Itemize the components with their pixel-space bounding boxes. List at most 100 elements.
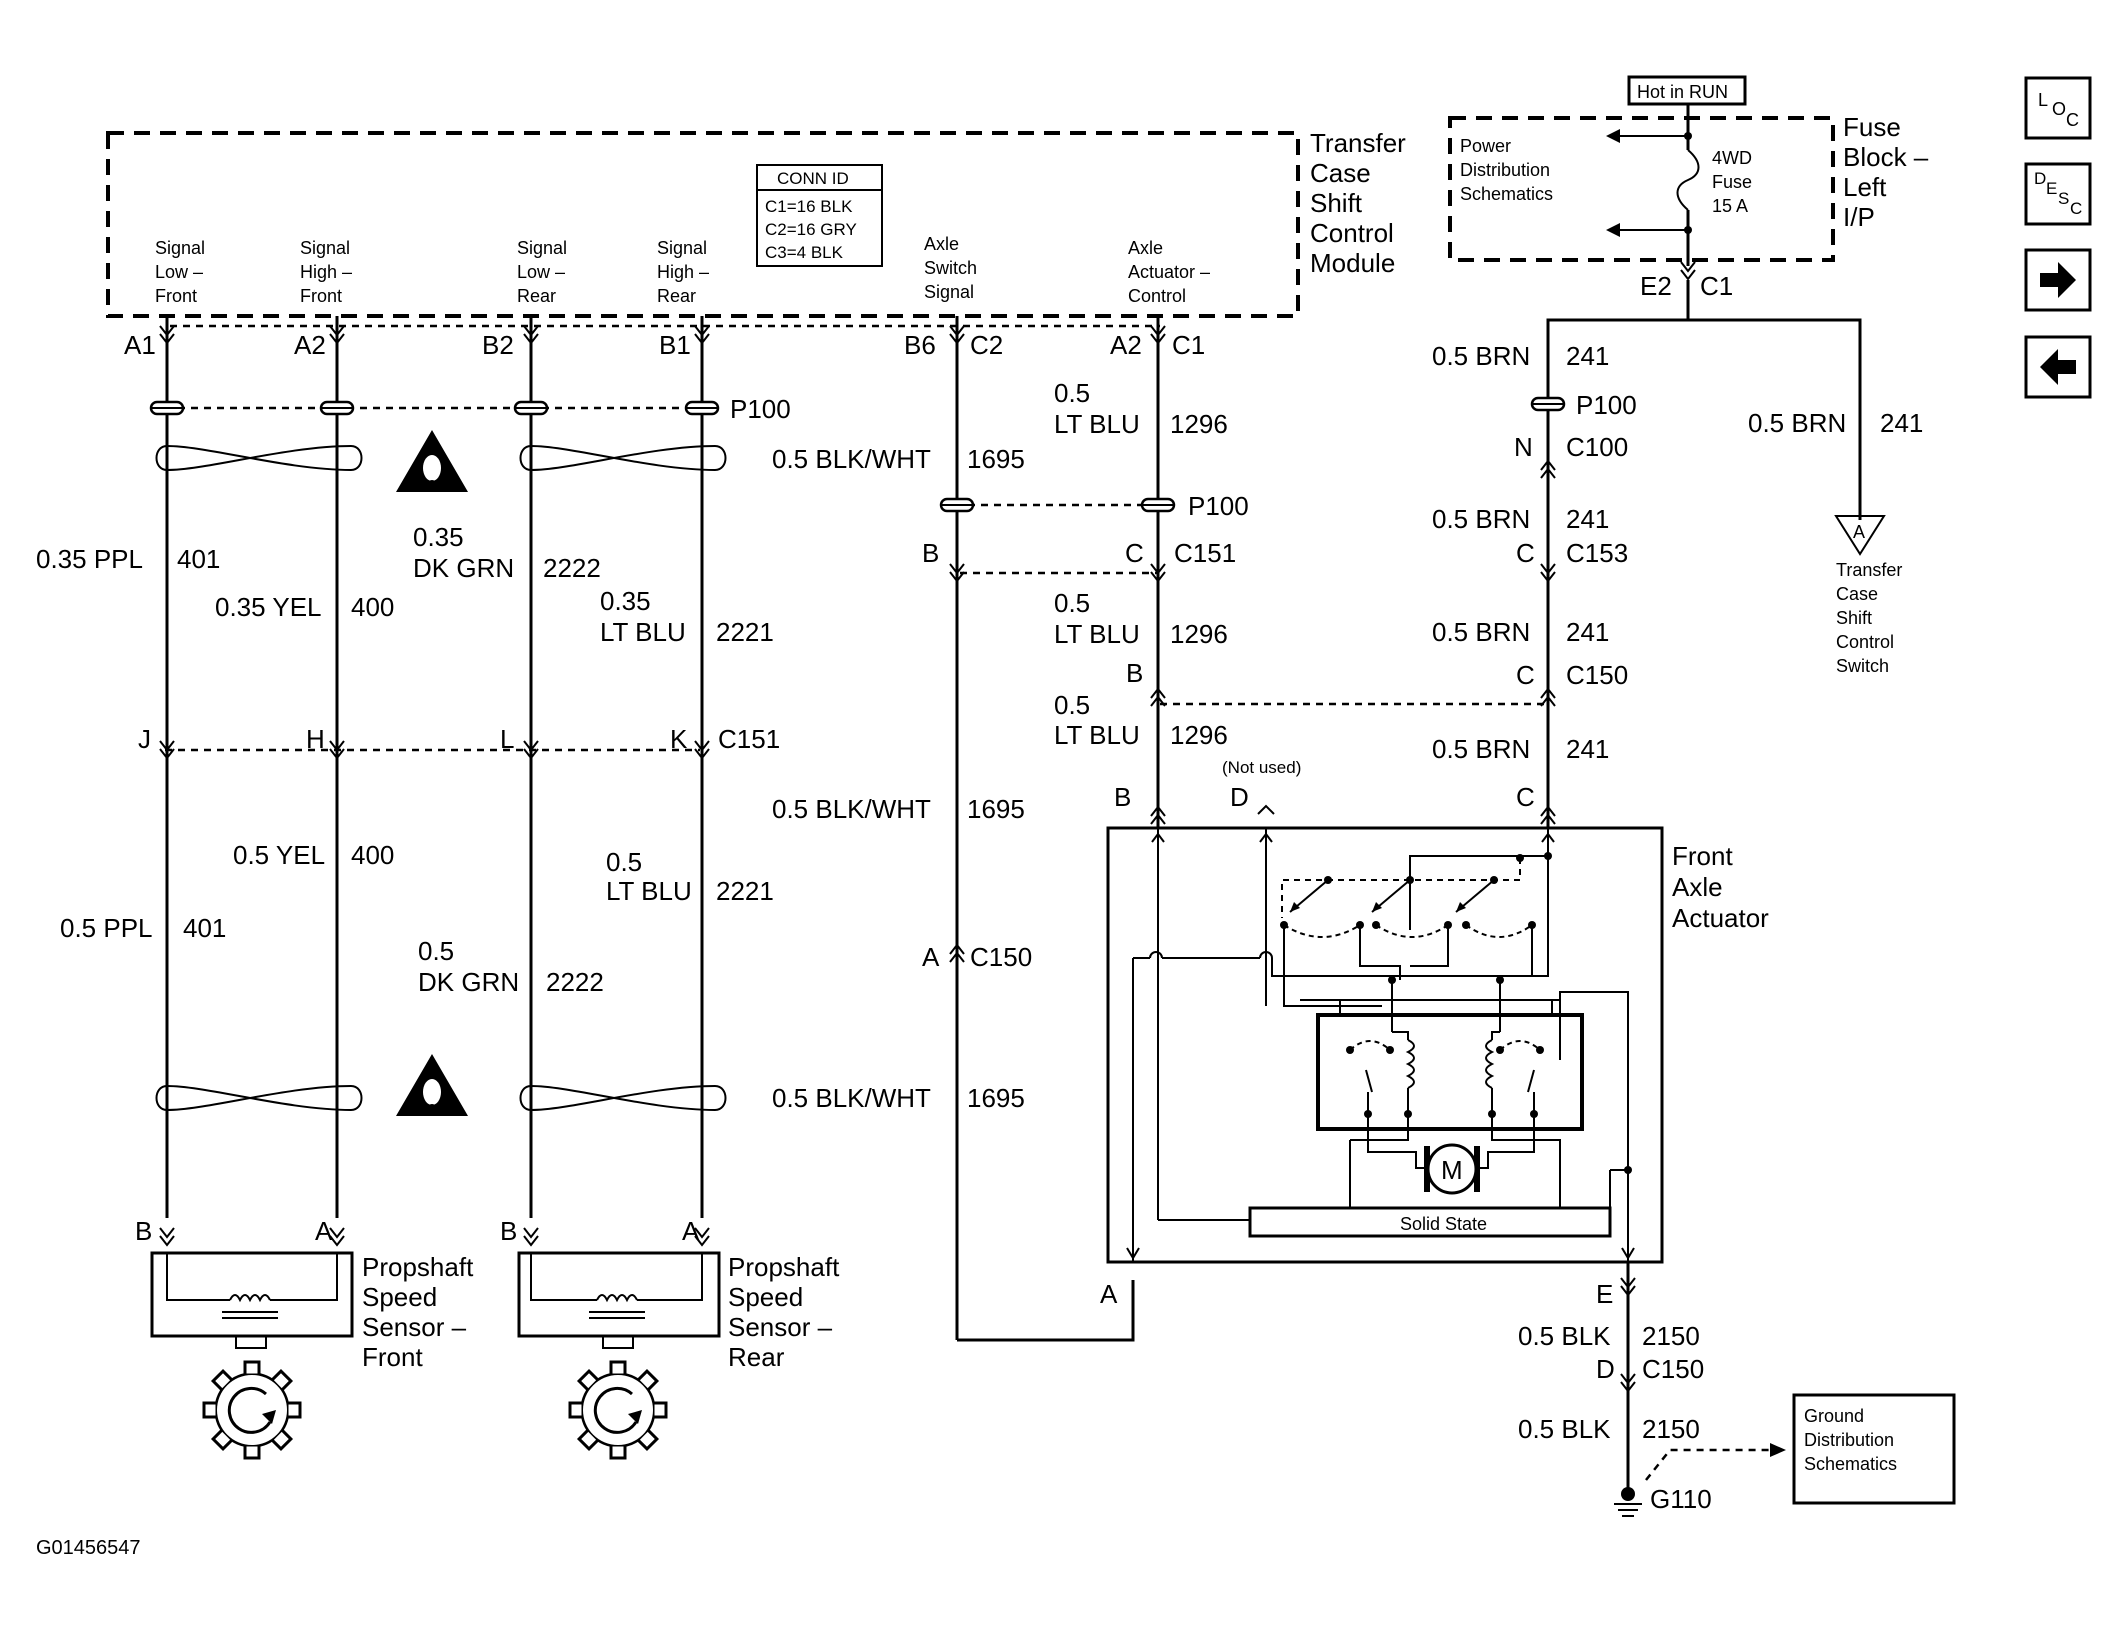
warning-icon [396, 430, 468, 492]
svg-text:L: L [2038, 90, 2048, 110]
transfer-case-module: Transfer Case Shift Control Module Signa… [106, 128, 1406, 318]
pin-label-signal-low-rear: Signal Low – Rear [517, 238, 567, 306]
previous-page-button[interactable] [2024, 335, 2092, 399]
pin-b-rear-sensor: B [500, 1216, 517, 1246]
front-axle-actuator: Front Axle Actuator [1106, 826, 1769, 1264]
svg-text:Case: Case [1310, 158, 1371, 188]
pin-b-front-sensor: B [135, 1216, 152, 1246]
svg-text:Low –: Low – [517, 262, 565, 282]
propshaft-speed-sensor-rear: Propshaft Speed Sensor – Rear [517, 1251, 840, 1460]
svg-text:Signal: Signal [924, 282, 974, 302]
wire-color-blkwht-2: 0.5 BLK/WHT [772, 794, 931, 824]
circuit-2222-lower: 2222 [546, 967, 604, 997]
wire-gauge-dkgrn-05: 0.5 [418, 936, 454, 966]
pin-k: K [670, 724, 688, 754]
svg-text:Sensor –: Sensor – [362, 1312, 467, 1342]
circuit-401-lower: 401 [183, 913, 226, 943]
circuit-2222: 2222 [543, 553, 601, 583]
pin-a-front-sensor: A [315, 1216, 333, 1246]
svg-text:Case: Case [1836, 584, 1878, 604]
svg-text:Signal: Signal [517, 238, 567, 258]
svg-text:Power: Power [1460, 136, 1511, 156]
pin-label-signal-high-front: Signal High – Front [300, 238, 352, 306]
pin-a2: A2 [294, 330, 326, 360]
svg-text:Actuator: Actuator [1672, 903, 1769, 933]
wire-color-yel-05: 0.5 YEL [233, 840, 325, 870]
wire-color-brn-branch: 0.5 BRN [1748, 408, 1846, 438]
svg-text:Schematics: Schematics [1804, 1454, 1897, 1474]
conn-id-table: CONN ID C1=16 BLK C2=16 GRY C3=4 BLK [756, 164, 883, 267]
svg-text:Low –: Low – [155, 262, 203, 282]
wire-color-ltblu-1296-2: LT BLU [1054, 619, 1140, 649]
svg-text:Axle: Axle [1128, 238, 1163, 258]
ground-label: G110 [1650, 1484, 1712, 1514]
svg-text:C1=16 BLK: C1=16 BLK [765, 197, 853, 216]
circuit-400-lower: 400 [351, 840, 394, 870]
pin-label-signal-high-rear: Signal High – Rear [657, 238, 709, 306]
svg-text:D: D [2034, 169, 2046, 188]
svg-text:Axle: Axle [924, 234, 959, 254]
circuit-1296-2: 1296 [1170, 619, 1228, 649]
svg-text:High –: High – [300, 262, 352, 282]
description-button[interactable]: D E S C [2024, 162, 2092, 226]
svg-text:Axle: Axle [1672, 872, 1723, 902]
circuit-401: 401 [177, 544, 220, 574]
pin-label-axle-actuator-control: Axle Actuator – Control [1128, 238, 1210, 306]
circuit-1695-1: 1695 [967, 444, 1025, 474]
svg-text:CONN ID: CONN ID [777, 169, 849, 188]
circuit-241-4: 241 [1566, 734, 1609, 764]
circuit-241-1: 241 [1566, 341, 1609, 371]
circuit-2221-lower: 2221 [716, 876, 774, 906]
svg-text:Block –: Block – [1843, 142, 1929, 172]
pin-h: H [306, 724, 325, 754]
svg-text:C: C [2066, 110, 2079, 130]
svg-text:Propshaft: Propshaft [362, 1252, 474, 1282]
pin-b6: B6 [904, 330, 936, 360]
not-used-label: (Not used) [1222, 758, 1301, 777]
wire-gauge-ltblu-1296-2: 0.5 [1054, 588, 1090, 618]
svg-text:Distribution: Distribution [1804, 1430, 1894, 1450]
next-page-button[interactable] [2024, 248, 2092, 312]
svg-text:Rear: Rear [728, 1342, 785, 1372]
wire-color-blk-2: 0.5 BLK [1518, 1414, 1611, 1444]
circuit-2150-2: 2150 [1642, 1414, 1700, 1444]
wire-1695 [955, 316, 1135, 1342]
svg-text:Distribution: Distribution [1460, 160, 1550, 180]
circuit-2150-1: 2150 [1642, 1321, 1700, 1351]
svg-text:Propshaft: Propshaft [728, 1252, 840, 1282]
svg-text:A: A [1853, 522, 1865, 542]
solid-state-label: Solid State [1400, 1214, 1487, 1234]
svg-text:C2=16 GRY: C2=16 GRY [765, 220, 857, 239]
svg-text:Schematics: Schematics [1460, 184, 1553, 204]
svg-text:Signal: Signal [300, 238, 350, 258]
svg-text:Switch: Switch [1836, 656, 1889, 676]
wire-color-dkgrn: DK GRN [413, 553, 514, 583]
wire-color-ltblu-1296: LT BLU [1054, 409, 1140, 439]
svg-text:Transfer: Transfer [1310, 128, 1406, 158]
wire-color-ppl-035: 0.35 PPL [36, 544, 143, 574]
wire-color-brn-2: 0.5 BRN [1432, 504, 1530, 534]
location-button[interactable]: L O C [2024, 76, 2092, 140]
motor-label: M [1441, 1155, 1463, 1185]
circuit-241-3: 241 [1566, 617, 1609, 647]
pin-b2: B2 [482, 330, 514, 360]
connector-c1: C1 [1172, 330, 1205, 360]
svg-text:Transfer: Transfer [1836, 560, 1902, 580]
svg-text:Switch: Switch [924, 258, 977, 278]
reluctor-wheel-icon [202, 1360, 302, 1460]
wire-color-blkwht-3: 0.5 BLK/WHT [772, 1083, 931, 1113]
pin-b-actuator: B [1114, 782, 1131, 812]
svg-text:Fuse: Fuse [1843, 112, 1901, 142]
circuit-2221: 2221 [716, 617, 774, 647]
svg-text:Front: Front [300, 286, 342, 306]
pin-j: J [138, 724, 151, 754]
pin-b-c151: B [922, 538, 939, 568]
pin-a-rear-sensor: A [682, 1216, 700, 1246]
connector-c2: C2 [970, 330, 1003, 360]
splice-p100-left: P100 [730, 394, 791, 424]
svg-text:High –: High – [657, 262, 709, 282]
pin-b1: B1 [659, 330, 691, 360]
circuit-241-2: 241 [1566, 504, 1609, 534]
circuit-241-branch: 241 [1880, 408, 1923, 438]
